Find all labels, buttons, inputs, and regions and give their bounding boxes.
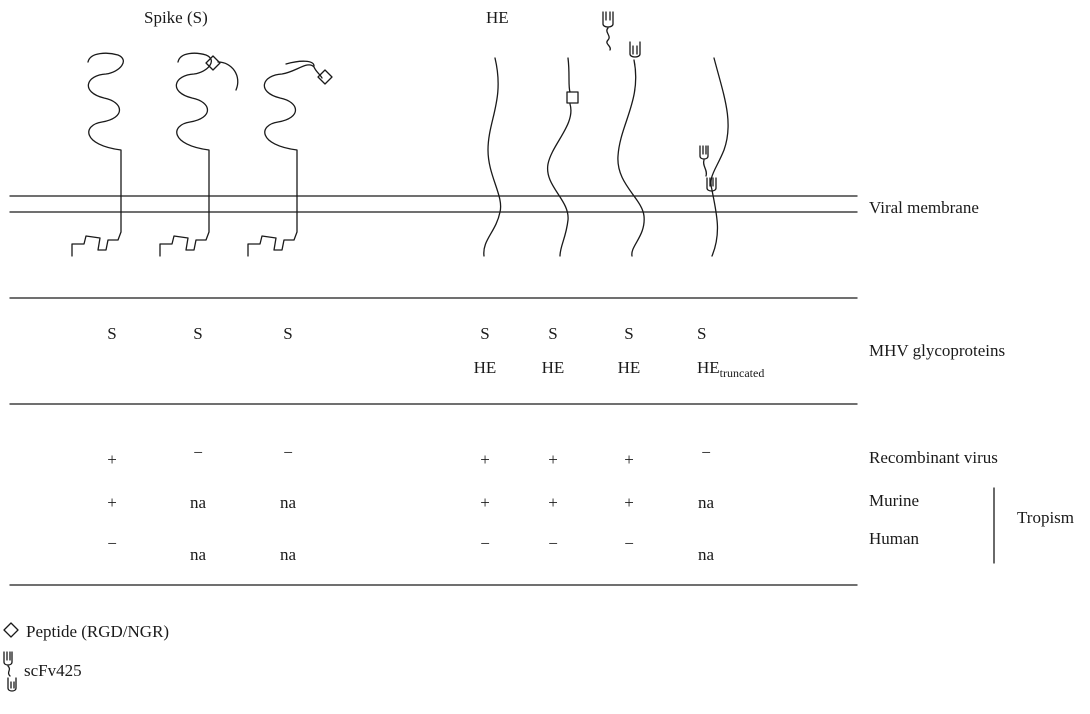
col-4-recombinant: + [480, 450, 490, 469]
col-7-he: HEtruncated [697, 358, 765, 380]
col-7-murine: na [697, 493, 715, 512]
peptide-diamond-icon [205, 55, 221, 71]
col-1-murine: + [107, 493, 117, 512]
col-2-murine: na [189, 493, 207, 512]
viral-membrane [9, 195, 858, 213]
col-5-human: − [548, 534, 558, 553]
col-3-human: na [279, 545, 297, 564]
he-glycoprotein-truncated-scfv [699, 57, 729, 257]
he-glycoprotein-1 [483, 57, 502, 257]
col-5-murine: + [548, 493, 558, 512]
legend-scfv-icon [3, 651, 17, 692]
legend-peptide-label: Peptide (RGD/NGR) [26, 622, 170, 641]
col-2-s: S [193, 324, 203, 343]
col-7-he-subscript: truncated [719, 366, 765, 380]
peptide-square-icon [566, 91, 579, 104]
row-label-viral-membrane: Viral membrane [869, 198, 979, 217]
row-label-human: Human [869, 529, 920, 548]
col-5-recombinant: + [548, 450, 558, 469]
col-6-recombinant: + [624, 450, 634, 469]
col-5-s: S [548, 324, 558, 343]
col-1-s: S [107, 324, 117, 343]
legend-scfv-label: scFv425 [24, 661, 82, 680]
peptide-diamond-icon [317, 69, 333, 85]
col-7-recombinant: − [701, 443, 711, 462]
he-glycoprotein-scfv-tip [602, 11, 645, 257]
col-4-murine: + [480, 493, 490, 512]
col-6-he: HE [617, 358, 641, 377]
col-3-s: S [283, 324, 293, 343]
col-6-human: − [624, 534, 634, 553]
row-label-tropism: Tropism [1017, 508, 1075, 527]
row-label-murine: Murine [869, 491, 920, 510]
col-7-s: S [697, 324, 707, 343]
col-1-human: − [107, 534, 117, 553]
he-header-label: HE [486, 8, 509, 27]
col-2-human: na [189, 545, 207, 564]
row-label-mhv-glycoproteins: MHV glycoproteins [869, 341, 1006, 360]
spike-glycoprotein-peptide-loop [247, 60, 323, 257]
col-3-recombinant: − [283, 443, 293, 462]
col-6-murine: + [624, 493, 634, 512]
col-3-murine: na [279, 493, 297, 512]
he-glycoprotein-peptide [547, 57, 572, 257]
row-label-recombinant-virus: Recombinant virus [869, 448, 998, 467]
col-7-human: na [697, 545, 715, 564]
spike-glycoprotein-peptide-tip [159, 52, 239, 257]
col-1-recombinant: + [107, 450, 117, 469]
col-4-human: − [480, 534, 490, 553]
col-5-he: HE [541, 358, 565, 377]
col-6-s: S [624, 324, 634, 343]
col-4-s: S [480, 324, 490, 343]
col-4-he: HE [473, 358, 497, 377]
col-2-recombinant: − [193, 443, 203, 462]
spike-header-label: Spike (S) [144, 8, 208, 27]
spike-glycoprotein-1 [71, 52, 124, 257]
legend-peptide-diamond-icon [3, 622, 19, 638]
